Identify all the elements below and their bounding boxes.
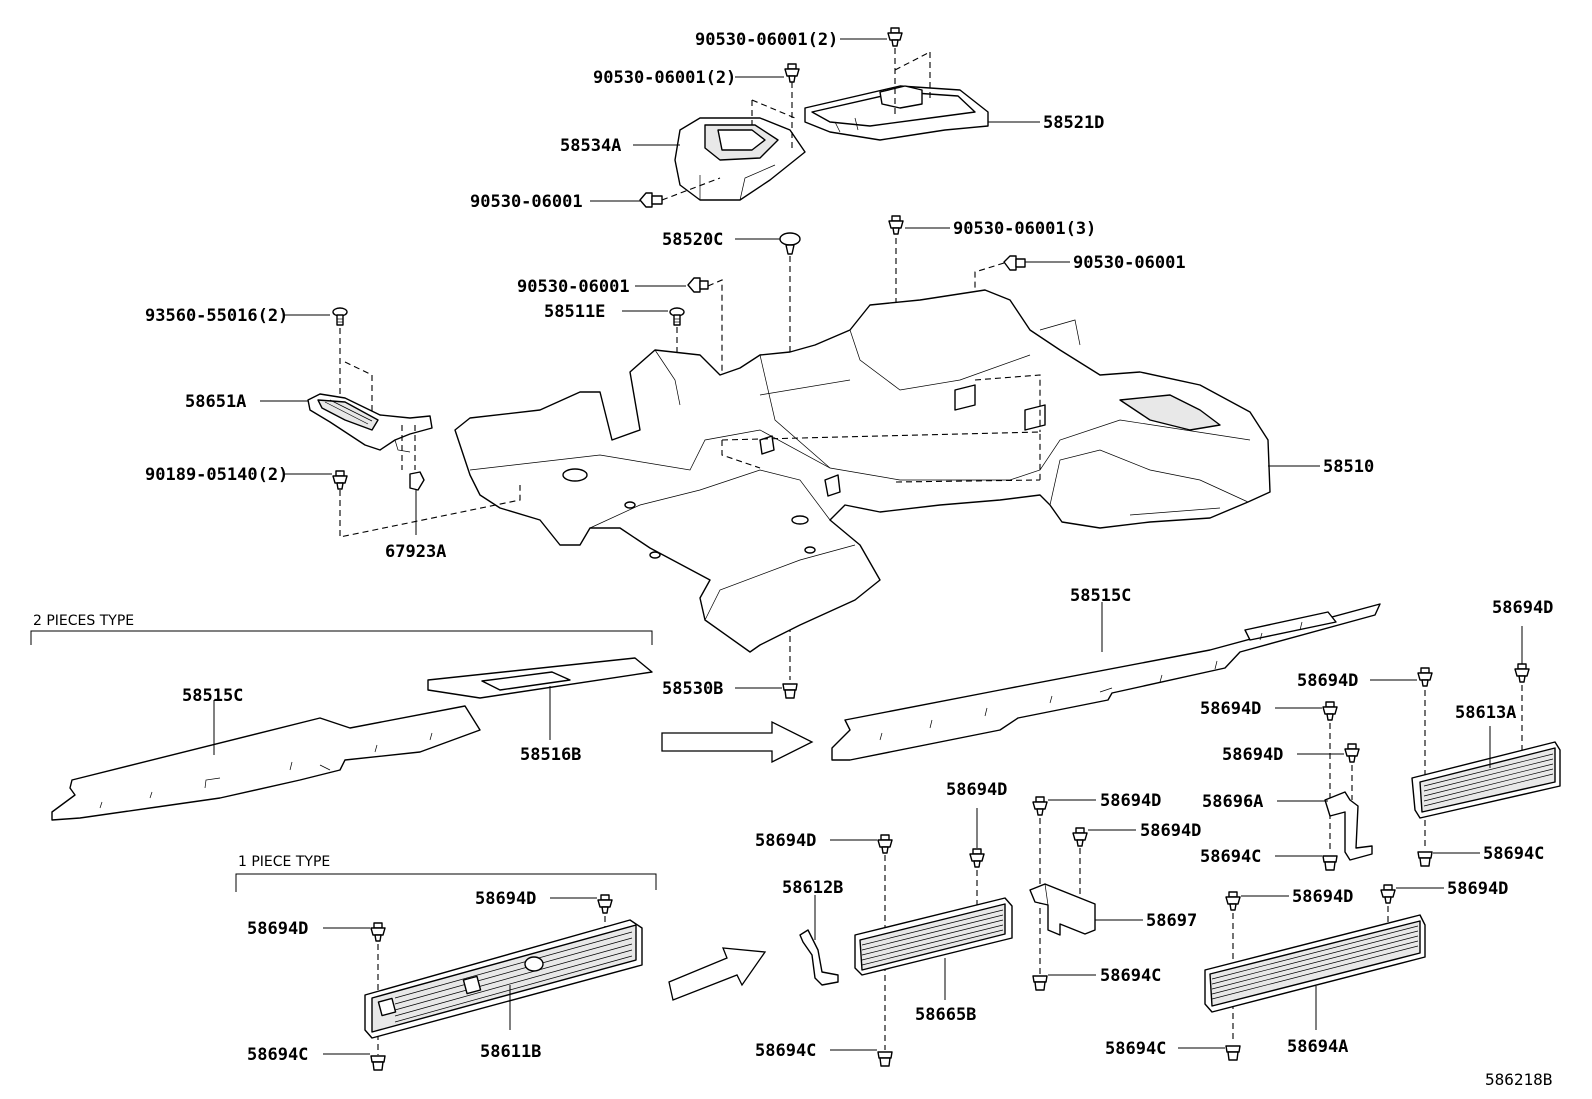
part-58613A xyxy=(1411,741,1561,819)
clip-90530-06001-c xyxy=(687,277,709,293)
clip-90530-06001-2-top xyxy=(887,27,903,47)
part-58516B xyxy=(427,657,653,699)
bolt-58511E xyxy=(669,307,685,326)
part-58515C-left xyxy=(51,705,481,821)
label-58521D: 58521D xyxy=(1043,113,1104,133)
label-58694D-b: 58694D xyxy=(1297,671,1358,691)
clip-90530-06001-2-mid xyxy=(784,63,800,83)
arrow-right-lower xyxy=(668,947,767,1001)
group-1-piece-type: 1 PIECE TYPE xyxy=(235,854,657,892)
label-90189-05140-2: 90189-05140(2) xyxy=(145,465,288,485)
label-58694D-l: 58694D xyxy=(247,919,308,939)
clip-90530-06001-3 xyxy=(888,215,904,235)
clip-58694D-g xyxy=(1225,891,1241,911)
clip-58694D-c xyxy=(1322,701,1338,721)
clip-90530-06001-b xyxy=(1003,255,1026,271)
part-58665B xyxy=(854,897,1013,976)
clip-58694D-h xyxy=(1380,884,1396,904)
label-58516B: 58516B xyxy=(520,745,581,765)
clip-58694D-f xyxy=(1072,827,1088,847)
label-58694A: 58694A xyxy=(1287,1037,1348,1057)
label-90530-06001-3: 90530-06001(3) xyxy=(953,219,1096,239)
label-90530-06001-b: 90530-06001 xyxy=(1073,253,1186,273)
label-58694D-h: 58694D xyxy=(1447,879,1508,899)
clip-58694D-k xyxy=(597,894,613,914)
clip-58694C-c xyxy=(1032,975,1048,991)
clip-58694D-j xyxy=(969,848,985,868)
label-58534A: 58534A xyxy=(560,136,621,156)
label-58612B: 58612B xyxy=(782,878,843,898)
label-90530-06001-2-mid: 90530-06001(2) xyxy=(593,68,736,88)
label-58530B: 58530B xyxy=(662,679,723,699)
label-58694C-b: 58694C xyxy=(1200,847,1261,867)
part-58515C-right xyxy=(831,603,1381,761)
part-58611B xyxy=(364,919,643,1039)
group-2-pieces-type: 2 PIECES TYPE xyxy=(30,613,653,645)
label-58613A: 58613A xyxy=(1455,703,1516,723)
label-90530-06001-2-top: 90530-06001(2) xyxy=(695,30,838,50)
label-58694C-a: 58694C xyxy=(1483,844,1544,864)
part-58612B xyxy=(799,929,839,986)
part-58510 xyxy=(454,289,1271,653)
clip-58694C-f xyxy=(370,1055,386,1071)
label-58515C-right: 58515C xyxy=(1070,586,1131,606)
clip-90189-05140 xyxy=(332,470,348,490)
label-58694C-c: 58694C xyxy=(1100,966,1161,986)
label-58694D-d: 58694D xyxy=(1222,745,1283,765)
clip-58694C-a xyxy=(1417,851,1433,867)
header-1-piece-type: 1 PIECE TYPE xyxy=(238,854,330,870)
clip-58694C-b xyxy=(1322,855,1338,871)
part-58520C xyxy=(779,232,801,255)
part-67923A xyxy=(409,471,425,491)
label-58510: 58510 xyxy=(1323,457,1374,477)
label-58694D-j: 58694D xyxy=(946,780,1007,800)
label-58694C-e: 58694C xyxy=(755,1041,816,1061)
clip-58694D-a xyxy=(1514,663,1530,683)
label-58694D-c: 58694D xyxy=(1200,699,1261,719)
part-58696A xyxy=(1324,791,1373,861)
clip-58694D-d xyxy=(1344,743,1360,763)
label-58511E: 58511E xyxy=(544,302,605,322)
label-58611B: 58611B xyxy=(480,1042,541,1062)
label-90530-06001-c: 90530-06001 xyxy=(517,277,630,297)
part-58651A xyxy=(307,393,433,453)
label-90530-06001-a: 90530-06001 xyxy=(470,192,583,212)
label-58651A: 58651A xyxy=(185,392,246,412)
label-58697: 58697 xyxy=(1146,911,1197,931)
label-58515C-left: 58515C xyxy=(182,686,243,706)
label-58694D-e: 58694D xyxy=(1100,791,1161,811)
label-58696A: 58696A xyxy=(1202,792,1263,812)
part-58521D xyxy=(804,85,989,141)
label-58520C: 58520C xyxy=(662,230,723,250)
label-58694D-f: 58694D xyxy=(1140,821,1201,841)
clip-90530-06001-a xyxy=(639,192,663,208)
clip-58694C-d xyxy=(1225,1045,1241,1061)
bolt-93560-55016 xyxy=(332,307,348,326)
label-58694D-g: 58694D xyxy=(1292,887,1353,907)
part-58694A xyxy=(1204,914,1426,1013)
clip-58530B xyxy=(782,683,798,699)
diagram-id: 586218B xyxy=(1485,1070,1552,1089)
label-58694D-a: 58694D xyxy=(1492,598,1553,618)
clip-58694C-e xyxy=(877,1051,893,1067)
part-58534A xyxy=(674,117,806,201)
clip-58694D-l xyxy=(370,922,386,942)
clip-58694D-i xyxy=(877,834,893,854)
header-2-pieces-type: 2 PIECES TYPE xyxy=(33,613,134,629)
label-58694C-f: 58694C xyxy=(247,1045,308,1065)
label-93560-55016-2: 93560-55016(2) xyxy=(145,306,288,326)
part-58697 xyxy=(1029,883,1096,936)
clip-58694D-b xyxy=(1417,667,1433,687)
label-58665B: 58665B xyxy=(915,1005,976,1025)
label-58694D-i: 58694D xyxy=(755,831,816,851)
label-58694D-k: 58694D xyxy=(475,889,536,909)
arrow-right-upper xyxy=(661,720,814,764)
label-67923A: 67923A xyxy=(385,542,446,562)
clip-58694D-e xyxy=(1032,796,1048,816)
label-58694C-d: 58694C xyxy=(1105,1039,1166,1059)
